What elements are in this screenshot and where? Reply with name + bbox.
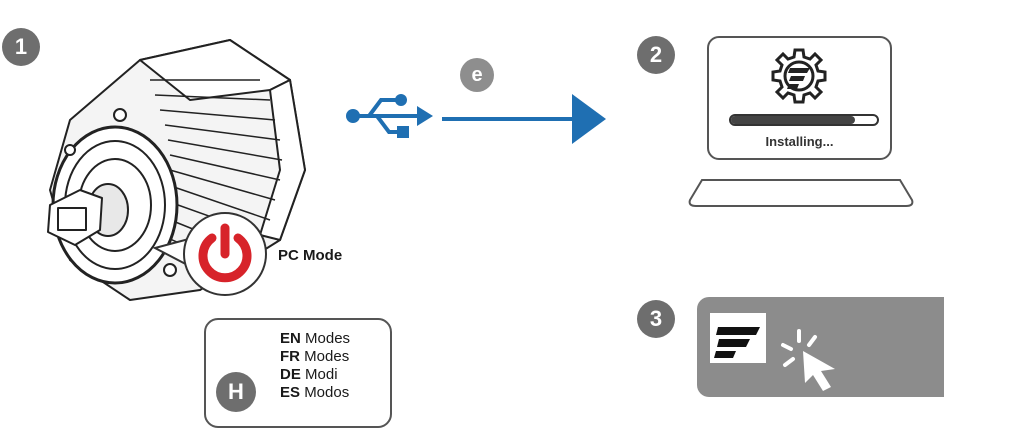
step-2-badge: 2 [637,36,675,74]
install-progress-bar [729,114,879,126]
step-1-badge: 1 [2,28,40,66]
wheel-base-illustration [47,39,306,301]
cursor-click-icon [781,329,835,391]
app-launch-panel [697,297,944,397]
arrow-right-icon [442,94,606,144]
install-progress-fill [731,116,856,124]
modes-language-box: EN Modes FR Modes DE Modi ES Modos H [204,318,392,428]
mode-entry: DE Modi [280,366,338,383]
installing-status: Installing... [765,134,834,149]
fanatec-logo-icon[interactable] [710,313,766,363]
keyboard-base [688,179,914,207]
mode-entry: EN Modes [280,330,351,347]
gear-icon [771,48,827,104]
step-e-badge: e [460,58,494,92]
step-3-badge: 3 [637,300,675,338]
pc-mode-label: PC Mode [278,247,343,264]
usb-icon [346,94,433,138]
mode-entry: FR Modes [280,348,350,365]
power-icon [198,223,252,283]
power-callout [183,212,267,296]
mode-entry: ES Modos [280,384,350,401]
installer-monitor: Installing... [707,36,892,160]
modes-language-list: EN Modes FR Modes DE Modi ES Modos [280,330,350,402]
step-h-badge: H [216,372,256,412]
